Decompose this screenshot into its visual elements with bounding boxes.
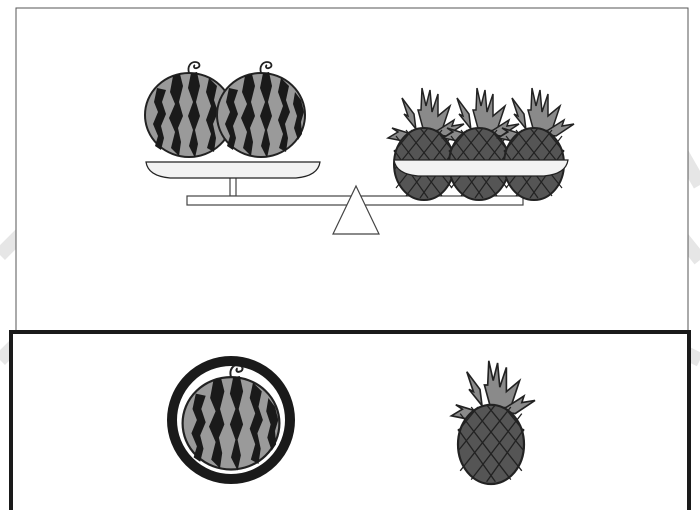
right-pan-plate [394, 160, 568, 176]
bottom-panel [11, 332, 689, 510]
left-pan-plate [146, 162, 320, 178]
top-panel [16, 8, 688, 334]
choice-watermelon[interactable] [172, 361, 290, 479]
